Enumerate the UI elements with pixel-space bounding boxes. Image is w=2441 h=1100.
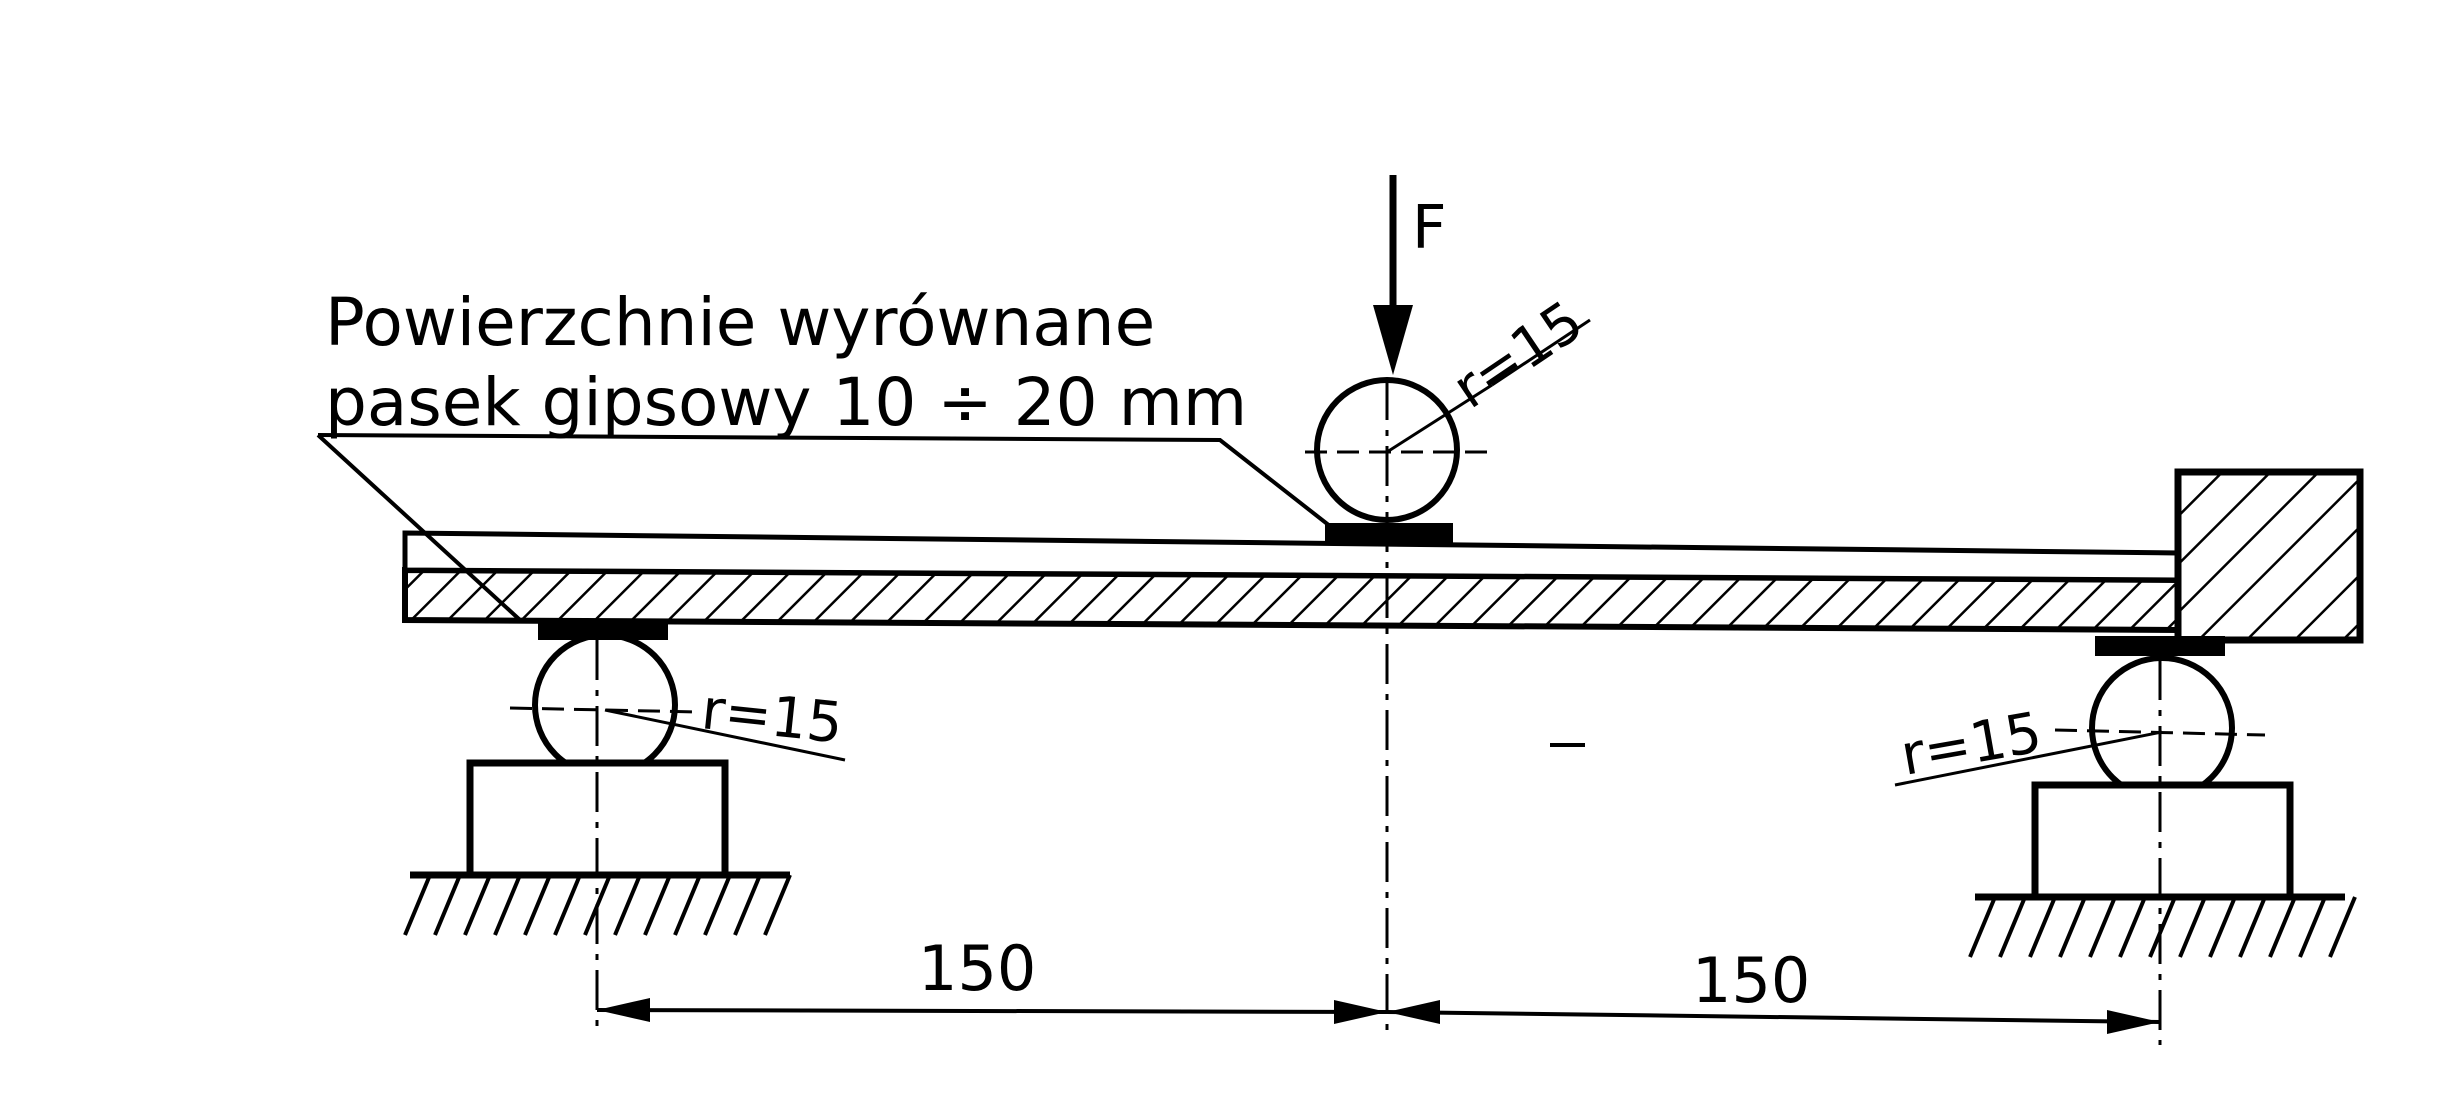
force-label: F	[1412, 193, 1447, 263]
annotation-leader	[316, 433, 1337, 622]
annotation-line-2: pasek gipsowy 10 ÷ 20 mm	[325, 364, 1247, 441]
pad-top	[1325, 523, 1453, 545]
right-support	[1894, 655, 2357, 958]
beam	[402, 530, 2181, 634]
radius-label-top: r=15	[1441, 289, 1594, 422]
end-block	[2174, 468, 2364, 644]
dimension-left	[596, 998, 1388, 1024]
radius-label-right: r=15	[1896, 700, 2046, 789]
pad-right	[2095, 636, 2225, 656]
force-arrow	[1373, 175, 1413, 375]
dimension-right-label: 150	[1692, 944, 1810, 1017]
dimension-left-label: 150	[918, 932, 1036, 1005]
annotation-line-1: Powierzchnie wyrównane	[325, 284, 1155, 361]
pad-left	[538, 620, 668, 640]
left-support	[403, 632, 846, 936]
dimension-right	[1386, 1000, 2161, 1034]
gypsum-strip	[402, 530, 2181, 583]
radius-label-left: r=15	[699, 677, 846, 756]
